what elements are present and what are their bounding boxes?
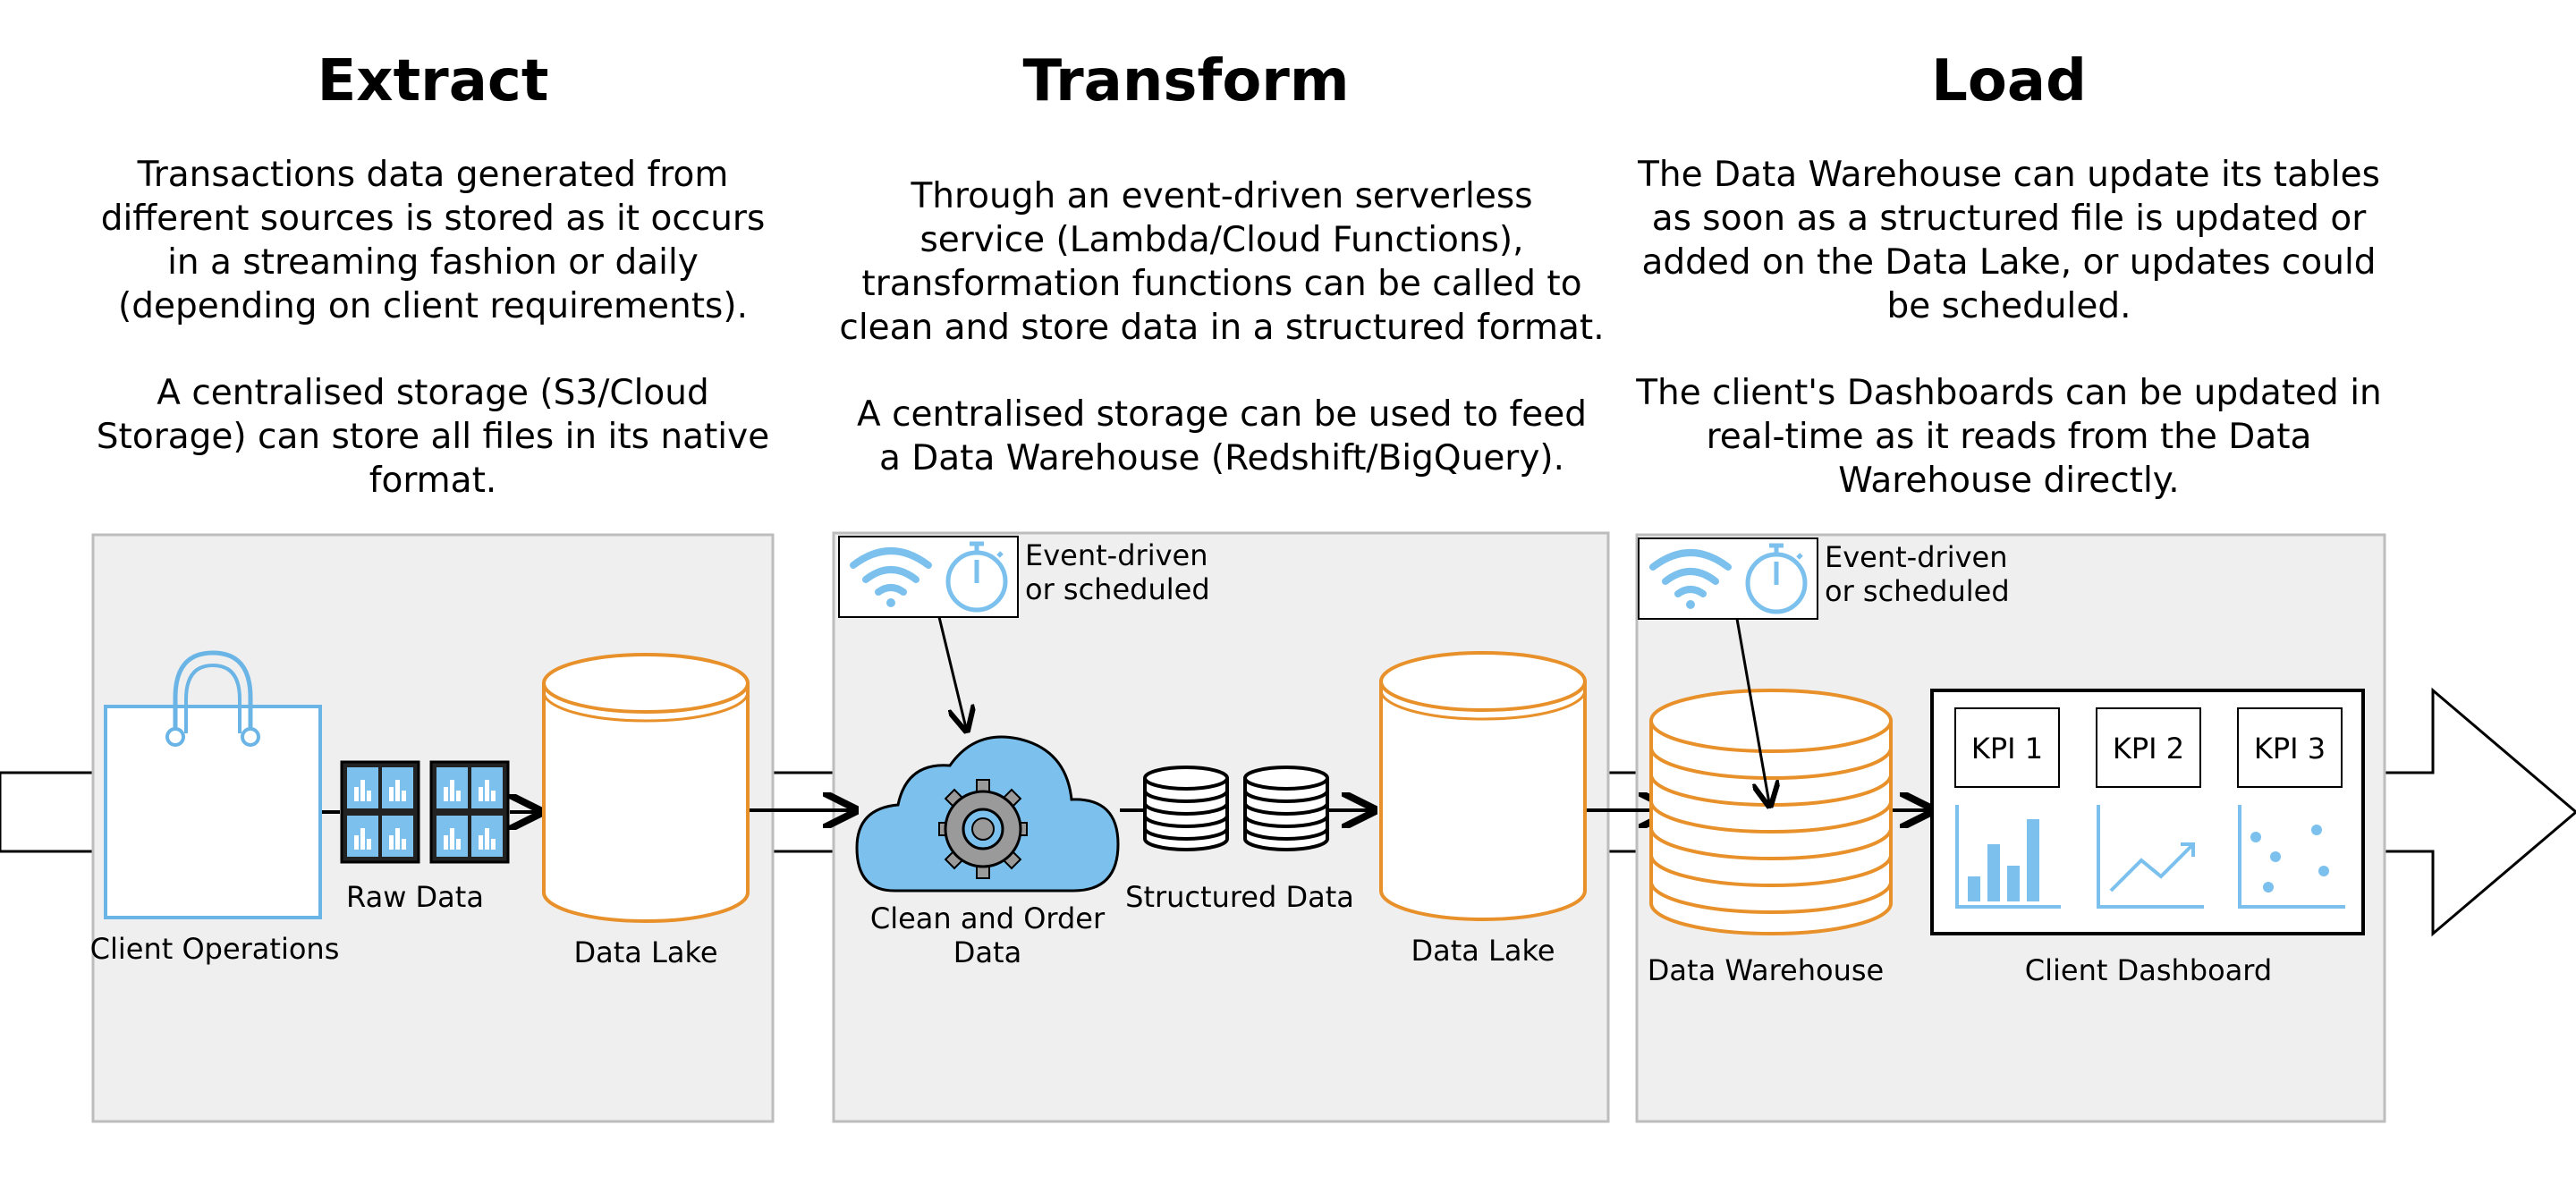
clean-order-label-2: Data <box>953 935 1021 969</box>
load-trigger-label-2: or scheduled <box>1825 574 2010 608</box>
svg-text:real-time as it reads from the: real-time as it reads from the Data <box>1707 417 2312 457</box>
bar-chart-icon <box>1955 805 2061 909</box>
load-title: Load <box>1931 48 2087 114</box>
wifi-icon <box>850 547 932 596</box>
clean-order-label-1: Clean and Order <box>870 901 1106 935</box>
transform-trigger-box <box>838 536 1019 618</box>
svg-text:as soon as a structured file i: as soon as a structured file is updated … <box>1652 199 2368 239</box>
wifi-icon <box>1649 549 1732 597</box>
raw-data-label: Raw Data <box>346 880 484 914</box>
data-warehouse-icon <box>1649 689 1893 935</box>
client-operations-label: Client Operations <box>90 932 340 966</box>
load-trigger-label-1: Event-driven <box>1825 540 2007 574</box>
load-trigger-box <box>1638 537 1818 620</box>
gear-icon <box>938 779 1028 879</box>
svg-text:Transactions data generated fr: Transactions data generated from <box>137 155 729 195</box>
line-chart-icon <box>2097 805 2204 909</box>
kpi-2-label: KPI 2 <box>2113 732 2184 766</box>
svg-text:a Data Warehouse (Redshift/Big: a Data Warehouse (Redshift/BigQuery). <box>879 438 1564 478</box>
svg-text:Storage) can store all files i: Storage) can store all files in its nati… <box>97 417 769 457</box>
transform-title: Transform <box>1022 48 1349 114</box>
raw-data-files-icon <box>340 760 510 864</box>
kpi-3-label: KPI 3 <box>2254 732 2326 766</box>
kpi-2-box <box>2096 707 2201 788</box>
cloud-gear-icon <box>855 735 1120 893</box>
arrow-trigger-to-warehouse <box>1735 618 1769 803</box>
structured-data-label: Structured Data <box>1125 880 1354 914</box>
svg-text:transformation functions can b: transformation functions can be called t… <box>861 264 1581 304</box>
svg-text:(depending on client requireme: (depending on client requirements). <box>118 286 748 326</box>
transform-trigger-label-2: or scheduled <box>1025 572 1210 606</box>
data-lake-2-label: Data Lake <box>1411 934 1555 968</box>
data-lake-1-cylinder-icon <box>542 653 750 923</box>
stopwatch-icon <box>945 541 1008 613</box>
svg-text:A centralised storage can be u: A centralised storage can be used to fee… <box>857 394 1587 435</box>
kpi-1-label: KPI 1 <box>1971 732 2043 766</box>
transform-description: Through an event-driven serverless servi… <box>839 176 1604 478</box>
svg-text:A centralised storage (S3/Clou: A centralised storage (S3/Cloud <box>157 373 708 413</box>
load-description: The Data Warehouse can update its tables… <box>1635 155 2382 501</box>
extract-title: Extract <box>318 48 549 114</box>
svg-text:The client's Dashboards can be: The client's Dashboards can be updated i… <box>1635 373 2382 413</box>
svg-text:format.: format. <box>369 461 497 501</box>
svg-text:clean and store data in a stru: clean and store data in a structured for… <box>839 308 1604 348</box>
extract-description: Transactions data generated from differe… <box>97 155 769 501</box>
client-dashboard <box>1930 689 2365 935</box>
svg-text:service (Lambda/Cloud Function: service (Lambda/Cloud Functions), <box>919 220 1523 260</box>
svg-text:Through an event-driven server: Through an event-driven serverless <box>910 176 1532 216</box>
kpi-1-box <box>1954 707 2060 788</box>
svg-text:in a streaming fashion or dail: in a streaming fashion or daily <box>167 242 699 283</box>
kpi-3-box <box>2237 707 2343 788</box>
data-warehouse-label: Data Warehouse <box>1648 953 1884 987</box>
svg-text:Warehouse directly.: Warehouse directly. <box>1838 461 2179 501</box>
data-lake-1-label: Data Lake <box>573 935 717 969</box>
data-lake-2-cylinder-icon <box>1379 651 1587 921</box>
transform-trigger-label-1: Event-driven <box>1025 538 1208 572</box>
svg-text:The Data Warehouse can update: The Data Warehouse can update its tables <box>1637 155 2380 195</box>
svg-text:added on the Data Lake, or upd: added on the Data Lake, or updates could <box>1641 242 2376 283</box>
scatter-chart-icon <box>2238 805 2345 909</box>
arrow-trigger-to-clean <box>937 616 966 728</box>
svg-text:be scheduled.: be scheduled. <box>1886 286 2131 326</box>
shopping-bag-icon <box>104 650 322 919</box>
client-dashboard-label: Client Dashboard <box>2025 953 2272 987</box>
stopwatch-icon <box>1745 543 1808 614</box>
svg-text:different sources is stored as: different sources is stored as it occurs <box>101 199 766 239</box>
structured-data-stacks-icon <box>1143 766 1329 851</box>
